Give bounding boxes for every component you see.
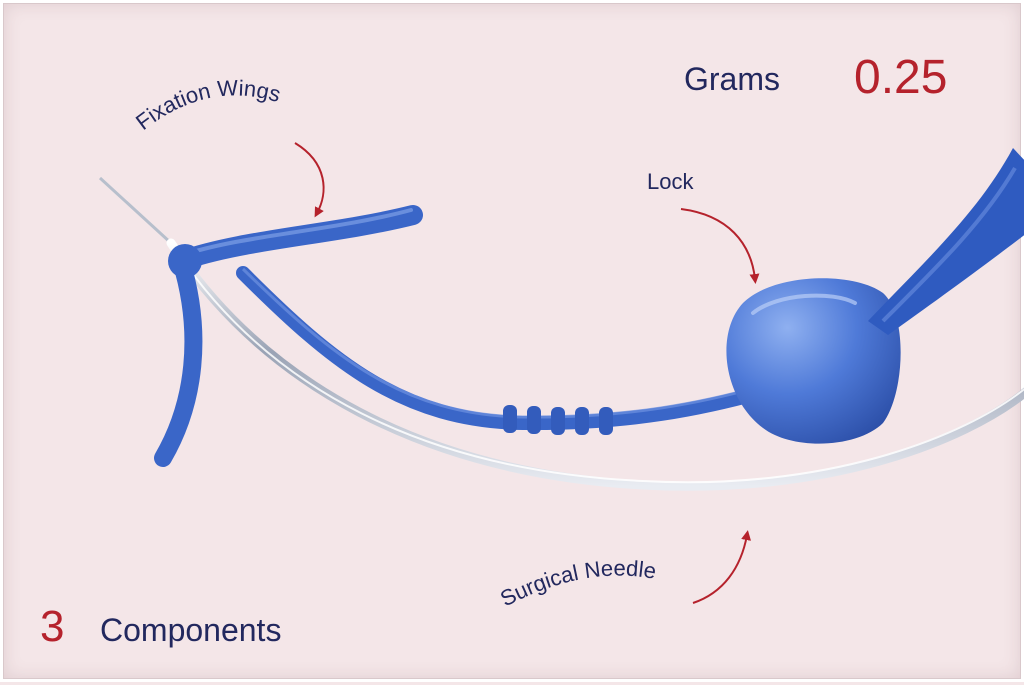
lock-arrow bbox=[680, 208, 760, 284]
grams-value: 0.25 bbox=[854, 51, 948, 104]
needle-tip bbox=[98, 176, 173, 245]
surgical-needle-label: Surgical Needle bbox=[496, 556, 658, 612]
fixation-wings-arrow bbox=[294, 142, 325, 218]
suture-stem bbox=[236, 266, 800, 435]
lock-body bbox=[726, 278, 901, 444]
fixation-wings bbox=[154, 205, 423, 467]
surgical-needle bbox=[98, 176, 1024, 491]
lock-label: Lock bbox=[647, 169, 694, 194]
lower-wing bbox=[154, 252, 203, 467]
ribbed-section bbox=[503, 405, 613, 435]
needle-highlight bbox=[177, 252, 1024, 484]
wing-hub bbox=[168, 244, 202, 278]
surgical-needle-arrow bbox=[692, 530, 752, 604]
applicator-handle bbox=[868, 148, 1024, 335]
fixation-wings-label: Fixation Wings bbox=[131, 75, 284, 135]
components-label: Components bbox=[100, 612, 282, 648]
upper-wing bbox=[171, 205, 423, 271]
components-count: 3 bbox=[40, 602, 65, 651]
grams-label: Grams bbox=[684, 61, 780, 97]
device-illustration: Fixation Wings Surgical Needle bbox=[98, 75, 1024, 612]
